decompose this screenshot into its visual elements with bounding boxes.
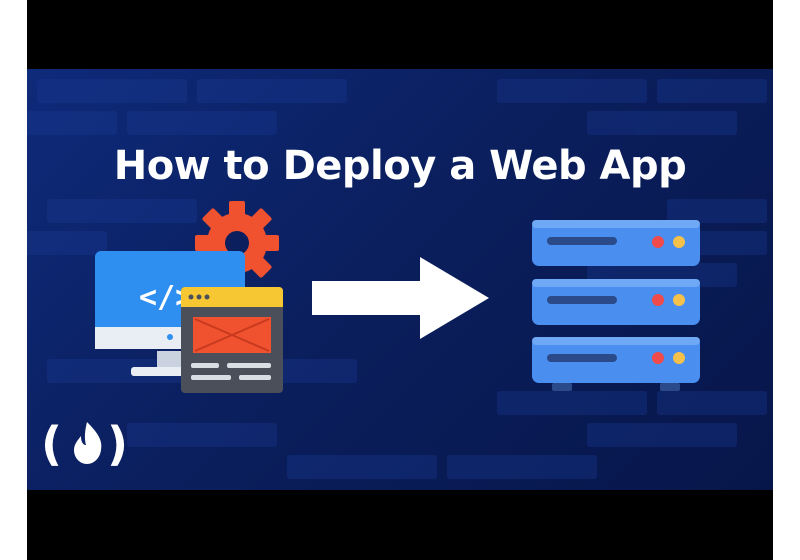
arrow-right-icon [312,257,489,339]
logo-right-paren: ) [107,417,128,471]
video-title: How to Deploy a Web App [113,143,687,189]
server-rack-icon [532,220,700,391]
browser-window-icon [181,287,283,393]
logo-left-paren: ( [41,417,62,471]
illustration: </> [95,201,700,393]
video-thumbnail[interactable]: How to Deploy a Web App [27,69,773,490]
video-frame: How to Deploy a Web App [27,0,773,560]
freecodecamp-flame-icon: ( ) [41,417,128,471]
